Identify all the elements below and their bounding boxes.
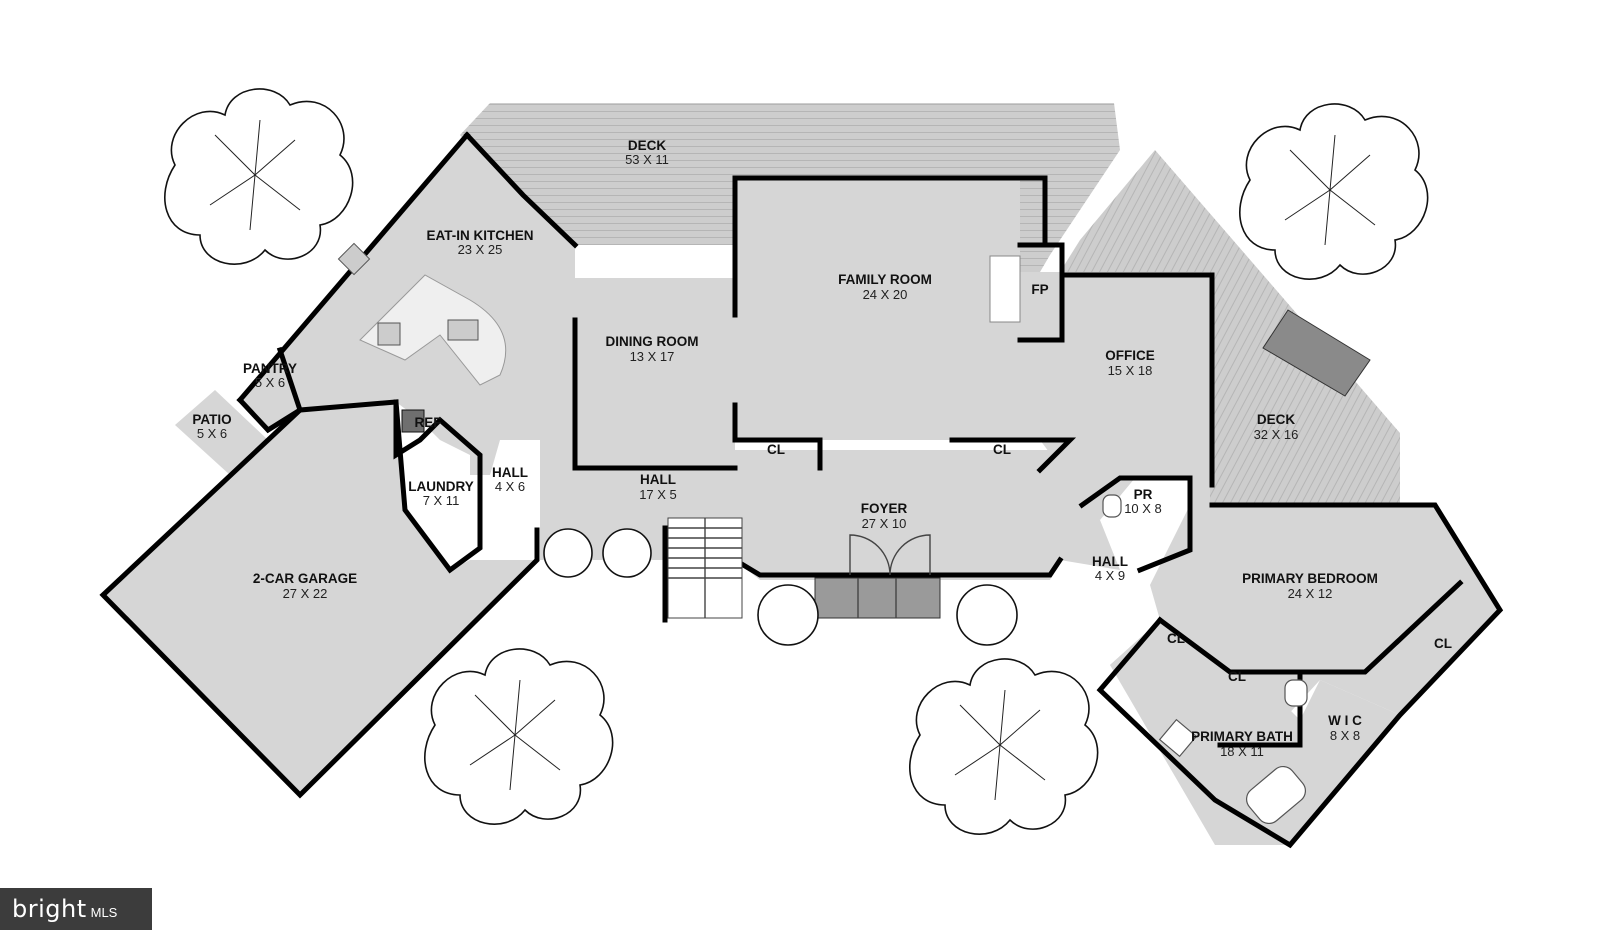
dim-powder-room: 10 X 8 bbox=[1124, 501, 1162, 516]
dim-primary-bedroom: 24 X 12 bbox=[1288, 586, 1333, 601]
dim-office: 15 X 18 bbox=[1108, 363, 1153, 378]
bright-mls-logo: bright MLS bbox=[0, 888, 152, 930]
deck-right-surface bbox=[1060, 150, 1400, 505]
pr-wall bbox=[1078, 475, 1193, 574]
label-deck-top: DECK bbox=[628, 138, 667, 153]
dim-eat-in-kitchen: 23 X 25 bbox=[458, 242, 503, 257]
dim-deck-right: 32 X 16 bbox=[1254, 427, 1299, 442]
cl2-wall bbox=[949, 437, 1077, 474]
label-eat-in-kitchen: EAT-IN KITCHEN bbox=[427, 228, 534, 243]
dim-hall-main: 17 X 5 bbox=[639, 487, 677, 502]
garage-inner-wall bbox=[297, 399, 483, 574]
label-hall-main: HALL bbox=[640, 472, 676, 487]
refrigerator bbox=[401, 409, 425, 433]
kitchen-island bbox=[359, 274, 507, 386]
deck-top-surface bbox=[460, 103, 1120, 272]
garage-wall bbox=[99, 406, 540, 799]
dim-deck-top: 53 X 11 bbox=[625, 152, 669, 167]
label-closet-3: CL bbox=[1167, 631, 1185, 646]
dim-dining-room: 13 X 17 bbox=[630, 349, 675, 364]
label-primary-bedroom: PRIMARY BEDROOM bbox=[1242, 571, 1378, 586]
label-dining-room: DINING ROOM bbox=[606, 334, 699, 349]
dim-wic: 8 X 8 bbox=[1330, 728, 1360, 743]
label-wic: W I C bbox=[1328, 713, 1362, 728]
tree-top-left bbox=[164, 88, 354, 265]
label-closet-5: CL bbox=[1228, 669, 1246, 684]
toilet bbox=[1284, 679, 1308, 707]
tree-top-right bbox=[1239, 103, 1429, 280]
dim-family-room: 24 X 20 bbox=[863, 287, 908, 302]
family-cl-wall bbox=[732, 402, 823, 471]
dining-floor bbox=[575, 278, 735, 468]
label-pantry: PANTRY bbox=[243, 361, 297, 376]
dim-pantry: 5 X 6 bbox=[255, 375, 285, 390]
garage-floor bbox=[103, 402, 537, 795]
label-hall-small: HALL bbox=[492, 465, 528, 480]
entry-steps bbox=[814, 577, 941, 619]
dining-wall bbox=[572, 317, 738, 471]
dim-patio: 5 X 6 bbox=[197, 426, 227, 441]
label-closet-4: CL bbox=[1434, 636, 1452, 651]
foyer-south-wall bbox=[731, 556, 1064, 578]
logo-brand: bright bbox=[12, 895, 87, 923]
dim-laundry: 7 X 11 bbox=[423, 493, 460, 508]
patio-floor bbox=[175, 390, 268, 475]
vanity bbox=[1158, 718, 1198, 758]
deck-stairs-right bbox=[1262, 309, 1371, 397]
tree-bottom-center-left bbox=[424, 648, 614, 825]
front-door bbox=[849, 534, 931, 576]
label-deck-right: DECK bbox=[1257, 412, 1296, 427]
label-laundry: LAUNDRY bbox=[408, 479, 474, 494]
dim-hall-small: 4 X 6 bbox=[495, 479, 525, 494]
fireplace-hearth bbox=[989, 255, 1021, 323]
bathtub bbox=[1246, 765, 1306, 825]
label-foyer: FOYER bbox=[861, 501, 908, 516]
label-office: OFFICE bbox=[1105, 348, 1155, 363]
family-north-wall bbox=[732, 175, 1048, 248]
family-floor bbox=[735, 178, 1020, 440]
label-patio: PATIO bbox=[192, 412, 231, 427]
kitchen-exterior-wall bbox=[463, 131, 579, 249]
range bbox=[337, 242, 371, 276]
label-ref: REF bbox=[415, 415, 442, 430]
office-wall bbox=[1059, 272, 1215, 488]
label-family-room: FAMILY ROOM bbox=[838, 272, 932, 287]
dim-hall-east: 4 X 9 bbox=[1095, 568, 1125, 583]
pantry-wall bbox=[236, 346, 303, 434]
label-garage: 2-CAR GARAGE bbox=[253, 571, 357, 586]
label-powder-room: PR bbox=[1134, 487, 1153, 502]
room-labels: DECK 53 X 11 EAT-IN KITCHEN 23 X 25 FAMI… bbox=[192, 138, 1452, 759]
pr-toilet bbox=[1102, 494, 1122, 518]
tree-bottom-center-right bbox=[909, 658, 1099, 835]
dim-garage: 27 X 22 bbox=[283, 586, 328, 601]
bedroom-wall bbox=[1096, 502, 1504, 849]
label-fireplace: FP bbox=[1031, 282, 1048, 297]
logo-suffix: MLS bbox=[90, 904, 118, 920]
cooktop bbox=[377, 322, 401, 346]
shrubs bbox=[543, 528, 1018, 646]
bath-floor bbox=[1110, 620, 1400, 845]
dim-primary-bath: 18 X 11 bbox=[1220, 744, 1264, 759]
label-closet-1: CL bbox=[767, 442, 785, 457]
label-primary-bath: PRIMARY BATH bbox=[1191, 729, 1293, 744]
dim-foyer: 27 X 10 bbox=[862, 516, 907, 531]
sink bbox=[447, 319, 479, 341]
label-closet-2: CL bbox=[993, 442, 1011, 457]
label-hall-east: HALL bbox=[1092, 554, 1128, 569]
fireplace bbox=[1017, 242, 1065, 343]
stairs bbox=[667, 517, 743, 619]
